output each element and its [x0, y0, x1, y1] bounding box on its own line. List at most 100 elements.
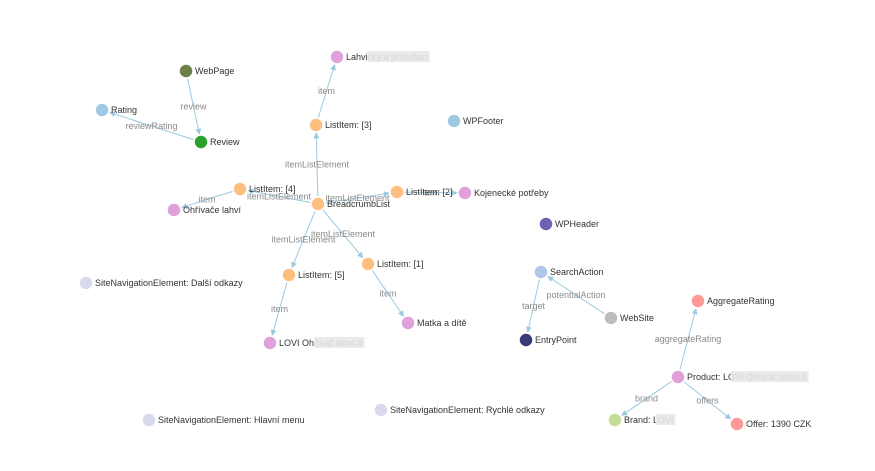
node-circle-lahvicky[interactable] [329, 49, 345, 65]
edge-label-product-brand: brand [635, 394, 658, 404]
edge-product-brand [621, 380, 673, 416]
node-circle-website[interactable] [603, 310, 619, 326]
edge-li5-lovi_ohrivac [270, 281, 288, 336]
edge-label-bcl-li3: itemListElement [285, 160, 350, 170]
edge-label-product-offer: offers [696, 396, 719, 406]
node-sitenav_hlavni[interactable]: SiteNavigationElement: Hlavní menu [141, 412, 305, 428]
node-label-li3: ListItem: [3] [325, 120, 372, 130]
node-aggregaterating[interactable]: AggregateRating [690, 293, 775, 309]
node-label-offer: Offer: 1390 CZK [746, 419, 811, 429]
edge-label-bcl-li2: itemListElement [325, 193, 390, 203]
node-lahvicky[interactable]: Lahvičky a příslušen [329, 49, 430, 65]
node-label-website: WebSite [620, 313, 654, 323]
node-ohrivace[interactable]: Ohřívače lahví [166, 202, 242, 218]
edge-label-website-searchaction: potentialAction [546, 290, 605, 300]
node-label-bcl: BreadcrumbList [327, 199, 391, 209]
node-circle-matka[interactable] [400, 315, 416, 331]
node-circle-aggregaterating[interactable] [690, 293, 706, 309]
edge-review-rating [109, 111, 195, 141]
node-sitenav_rychle[interactable]: SiteNavigationElement: Rychlé odkazy [373, 402, 545, 418]
node-circle-sitenav_hlavni[interactable] [141, 412, 157, 428]
node-label-searchaction: SearchAction [550, 267, 604, 277]
edge-li1-matka [371, 269, 404, 317]
node-circle-li1[interactable] [360, 256, 376, 272]
node-circle-lovi_ohrivac[interactable] [262, 335, 278, 351]
node-circle-searchaction[interactable] [533, 264, 549, 280]
node-label-li5: ListItem: [5] [298, 270, 345, 280]
edge-searchaction-entrypoint [525, 278, 540, 333]
node-circle-li2[interactable] [389, 184, 405, 200]
node-circle-li3[interactable] [308, 117, 324, 133]
node-li5[interactable]: ListItem: [5] [281, 267, 345, 283]
node-wpheader[interactable]: WPHeader [538, 216, 599, 232]
node-circle-ohrivace[interactable] [166, 202, 182, 218]
node-circle-rating[interactable] [94, 102, 110, 118]
edge-bcl-li5 [291, 210, 316, 269]
node-brand[interactable]: Brand: LOVI [607, 412, 676, 428]
node-circle-wpheader[interactable] [538, 216, 554, 232]
node-kojenecke[interactable]: Kojenecké potřeby [457, 185, 549, 201]
node-rating[interactable]: Rating [94, 102, 137, 118]
node-label-aggregaterating: AggregateRating [707, 296, 775, 306]
node-li4[interactable]: ListItem: [4] [232, 181, 296, 197]
node-circle-review[interactable] [193, 134, 209, 150]
node-li3[interactable]: ListItem: [3] [308, 117, 372, 133]
node-li1[interactable]: ListItem: [1] [360, 256, 424, 272]
edge-label-review-rating: reviewRating [125, 121, 177, 131]
node-circle-bcl[interactable] [310, 196, 326, 212]
edge-label-li4-ohrivace: item [198, 195, 215, 205]
node-lovi_ohrivac[interactable]: LOVI Ohřívač lahví 4 [262, 335, 365, 351]
node-circle-sitenav_dalsi[interactable] [78, 275, 94, 291]
edge-bcl-li3 [313, 132, 320, 198]
edge-li2-kojenecke [403, 189, 458, 196]
node-matka[interactable]: Matka a dítě [400, 315, 467, 331]
node-label-kojenecke: Kojenecké potřeby [474, 188, 549, 198]
node-circle-li5[interactable] [281, 267, 297, 283]
node-wpfooter[interactable]: WPFooter [446, 113, 504, 129]
node-sitenav_dalsi[interactable]: SiteNavigationElement: Další odkazy [78, 275, 243, 291]
edge-label-product-aggregaterating: aggregateRating [655, 334, 722, 344]
node-review[interactable]: Review [193, 134, 240, 150]
redacted-region-lahvicky [367, 51, 430, 62]
redacted-region-lovi_ohrivac [314, 337, 365, 348]
redacted-region-brand [655, 414, 676, 425]
node-circle-webpage[interactable] [178, 63, 194, 79]
node-circle-kojenecke[interactable] [457, 185, 473, 201]
node-circle-entrypoint[interactable] [518, 332, 534, 348]
edge-li4-ohrivace [181, 190, 234, 209]
edge-webpage-review [186, 77, 202, 135]
node-entrypoint[interactable]: EntryPoint [518, 332, 577, 348]
redacted-region-product [730, 371, 809, 382]
node-circle-brand[interactable] [607, 412, 623, 428]
edge-li3-lahvicky [317, 64, 336, 119]
node-label-wpfooter: WPFooter [463, 116, 504, 126]
edge-label-bcl-li1: itemListElement [311, 229, 376, 239]
node-label-sitenav_rychle: SiteNavigationElement: Rychlé odkazy [390, 405, 545, 415]
node-circle-sitenav_rychle[interactable] [373, 402, 389, 418]
node-webpage[interactable]: WebPage [178, 63, 234, 79]
node-website[interactable]: WebSite [603, 310, 654, 326]
node-label-li2: ListItem: [2] [406, 187, 453, 197]
edge-bcl-li4 [247, 188, 312, 204]
node-li2[interactable]: ListItem: [2] [389, 184, 453, 200]
node-label-sitenav_dalsi: SiteNavigationElement: Další odkazy [95, 278, 243, 288]
edge-product-offer [683, 380, 732, 420]
node-label-matka: Matka a dítě [417, 318, 467, 328]
node-searchaction[interactable]: SearchAction [533, 264, 604, 280]
edge-labels-layer: reviewreviewRatingitemitemListElementite… [125, 86, 721, 406]
node-circle-li4[interactable] [232, 181, 248, 197]
node-circle-offer[interactable] [729, 416, 745, 432]
node-circle-wpfooter[interactable] [446, 113, 462, 129]
node-offer[interactable]: Offer: 1390 CZK [729, 416, 811, 432]
node-product[interactable]: Product: LOVI Ohřívač lahví 4 [670, 369, 809, 385]
node-label-wpheader: WPHeader [555, 219, 599, 229]
edge-label-searchaction-entrypoint: target [522, 301, 546, 311]
edge-bcl-li2 [324, 191, 390, 204]
edge-label-bcl-li4: itemListElement [247, 192, 312, 202]
node-circle-product[interactable] [670, 369, 686, 385]
node-bcl[interactable]: BreadcrumbList [310, 196, 391, 212]
node-label-review: Review [210, 137, 240, 147]
node-label-brand: Brand: LOVI [624, 415, 674, 425]
